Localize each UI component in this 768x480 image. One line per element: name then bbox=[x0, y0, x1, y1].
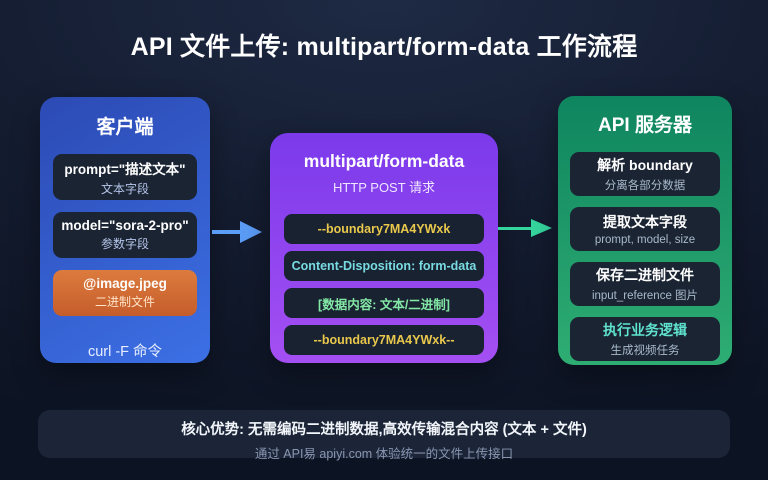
server-card-save-title: 保存二进制文件 bbox=[596, 267, 694, 283]
client-box: 客户端 prompt="描述文本" 文本字段 model="sora-2-pro… bbox=[40, 97, 210, 363]
server-box: API 服务器 解析 boundary 分离各部分数据 提取文本字段 promp… bbox=[558, 96, 732, 365]
payload-box-subtitle: HTTP POST 请求 bbox=[332, 180, 436, 195]
arrow-shaft bbox=[498, 226, 531, 230]
server-card-parse-title: 解析 boundary bbox=[597, 157, 693, 173]
client-card-binary-file: @image.jpeg 二进制文件 bbox=[53, 270, 197, 316]
benefit-headline: 核心优势: 无需编码二进制数据,高效传输混合内容 (文本 + 文件) bbox=[181, 422, 587, 438]
server-card-parse-sub: 分离各部分数据 bbox=[604, 180, 686, 192]
arrow-shaft bbox=[212, 229, 240, 234]
server-card-extract-fields: 提取文本字段 prompt, model, size bbox=[570, 207, 720, 251]
page-title: API 文件上传: multipart/form-data 工作流程 bbox=[130, 33, 638, 61]
payload-box-title: multipart/form-data bbox=[303, 151, 465, 171]
client-box-footer: curl -F 命令 bbox=[87, 344, 163, 360]
payload-row-content-disposition: Content-Disposition: form-data bbox=[284, 251, 484, 281]
server-box-title: API 服务器 bbox=[598, 115, 692, 136]
client-box-title: 客户端 bbox=[96, 117, 154, 138]
client-card-prompt-label: 文本字段 bbox=[100, 181, 149, 196]
server-card-extract-sub: prompt, model, size bbox=[594, 234, 696, 246]
server-card-save-binary: 保存二进制文件 input_reference 图片 bbox=[570, 262, 720, 306]
client-card-model-code: model="sora-2-pro" bbox=[61, 218, 189, 233]
server-card-logic-sub: 生成视频任务 bbox=[610, 345, 680, 357]
payload-box: multipart/form-data HTTP POST 请求 --bound… bbox=[270, 133, 498, 363]
arrow-right-icon bbox=[240, 220, 262, 243]
payload-row-boundary-open: --boundary7MA4YWxk bbox=[284, 214, 484, 244]
server-card-business-logic: 执行业务逻辑 生成视频任务 bbox=[570, 317, 720, 361]
benefit-subline: 通过 API易 apiyi.com 体验统一的文件上传接口 bbox=[254, 447, 514, 461]
client-card-binary-label: 二进制文件 bbox=[94, 295, 155, 309]
client-card-model-label: 参数字段 bbox=[100, 237, 149, 251]
flow-arrow-payload-to-server bbox=[498, 219, 552, 237]
benefit-panel: 核心优势: 无需编码二进制数据,高效传输混合内容 (文本 + 文件) 通过 AP… bbox=[38, 410, 730, 461]
client-card-model: model="sora-2-pro" 参数字段 bbox=[53, 212, 197, 258]
payload-row-data-content: [数据内容: 文本/二进制] bbox=[284, 288, 484, 318]
payload-row-boundary-close: --boundary7MA4YWxk-- bbox=[284, 325, 484, 355]
client-card-binary-code: @image.jpeg bbox=[83, 276, 167, 291]
client-card-prompt: prompt="描述文本" 文本字段 bbox=[53, 154, 197, 200]
server-card-logic-title: 执行业务逻辑 bbox=[603, 322, 687, 338]
server-card-extract-title: 提取文本字段 bbox=[603, 214, 687, 230]
server-card-save-sub: input_reference 图片 bbox=[591, 290, 699, 302]
arrow-right-icon bbox=[531, 219, 552, 237]
flow-arrow-client-to-payload bbox=[212, 220, 262, 243]
server-card-parse-boundary: 解析 boundary 分离各部分数据 bbox=[570, 152, 720, 196]
client-card-prompt-code: prompt="描述文本" bbox=[64, 161, 186, 177]
